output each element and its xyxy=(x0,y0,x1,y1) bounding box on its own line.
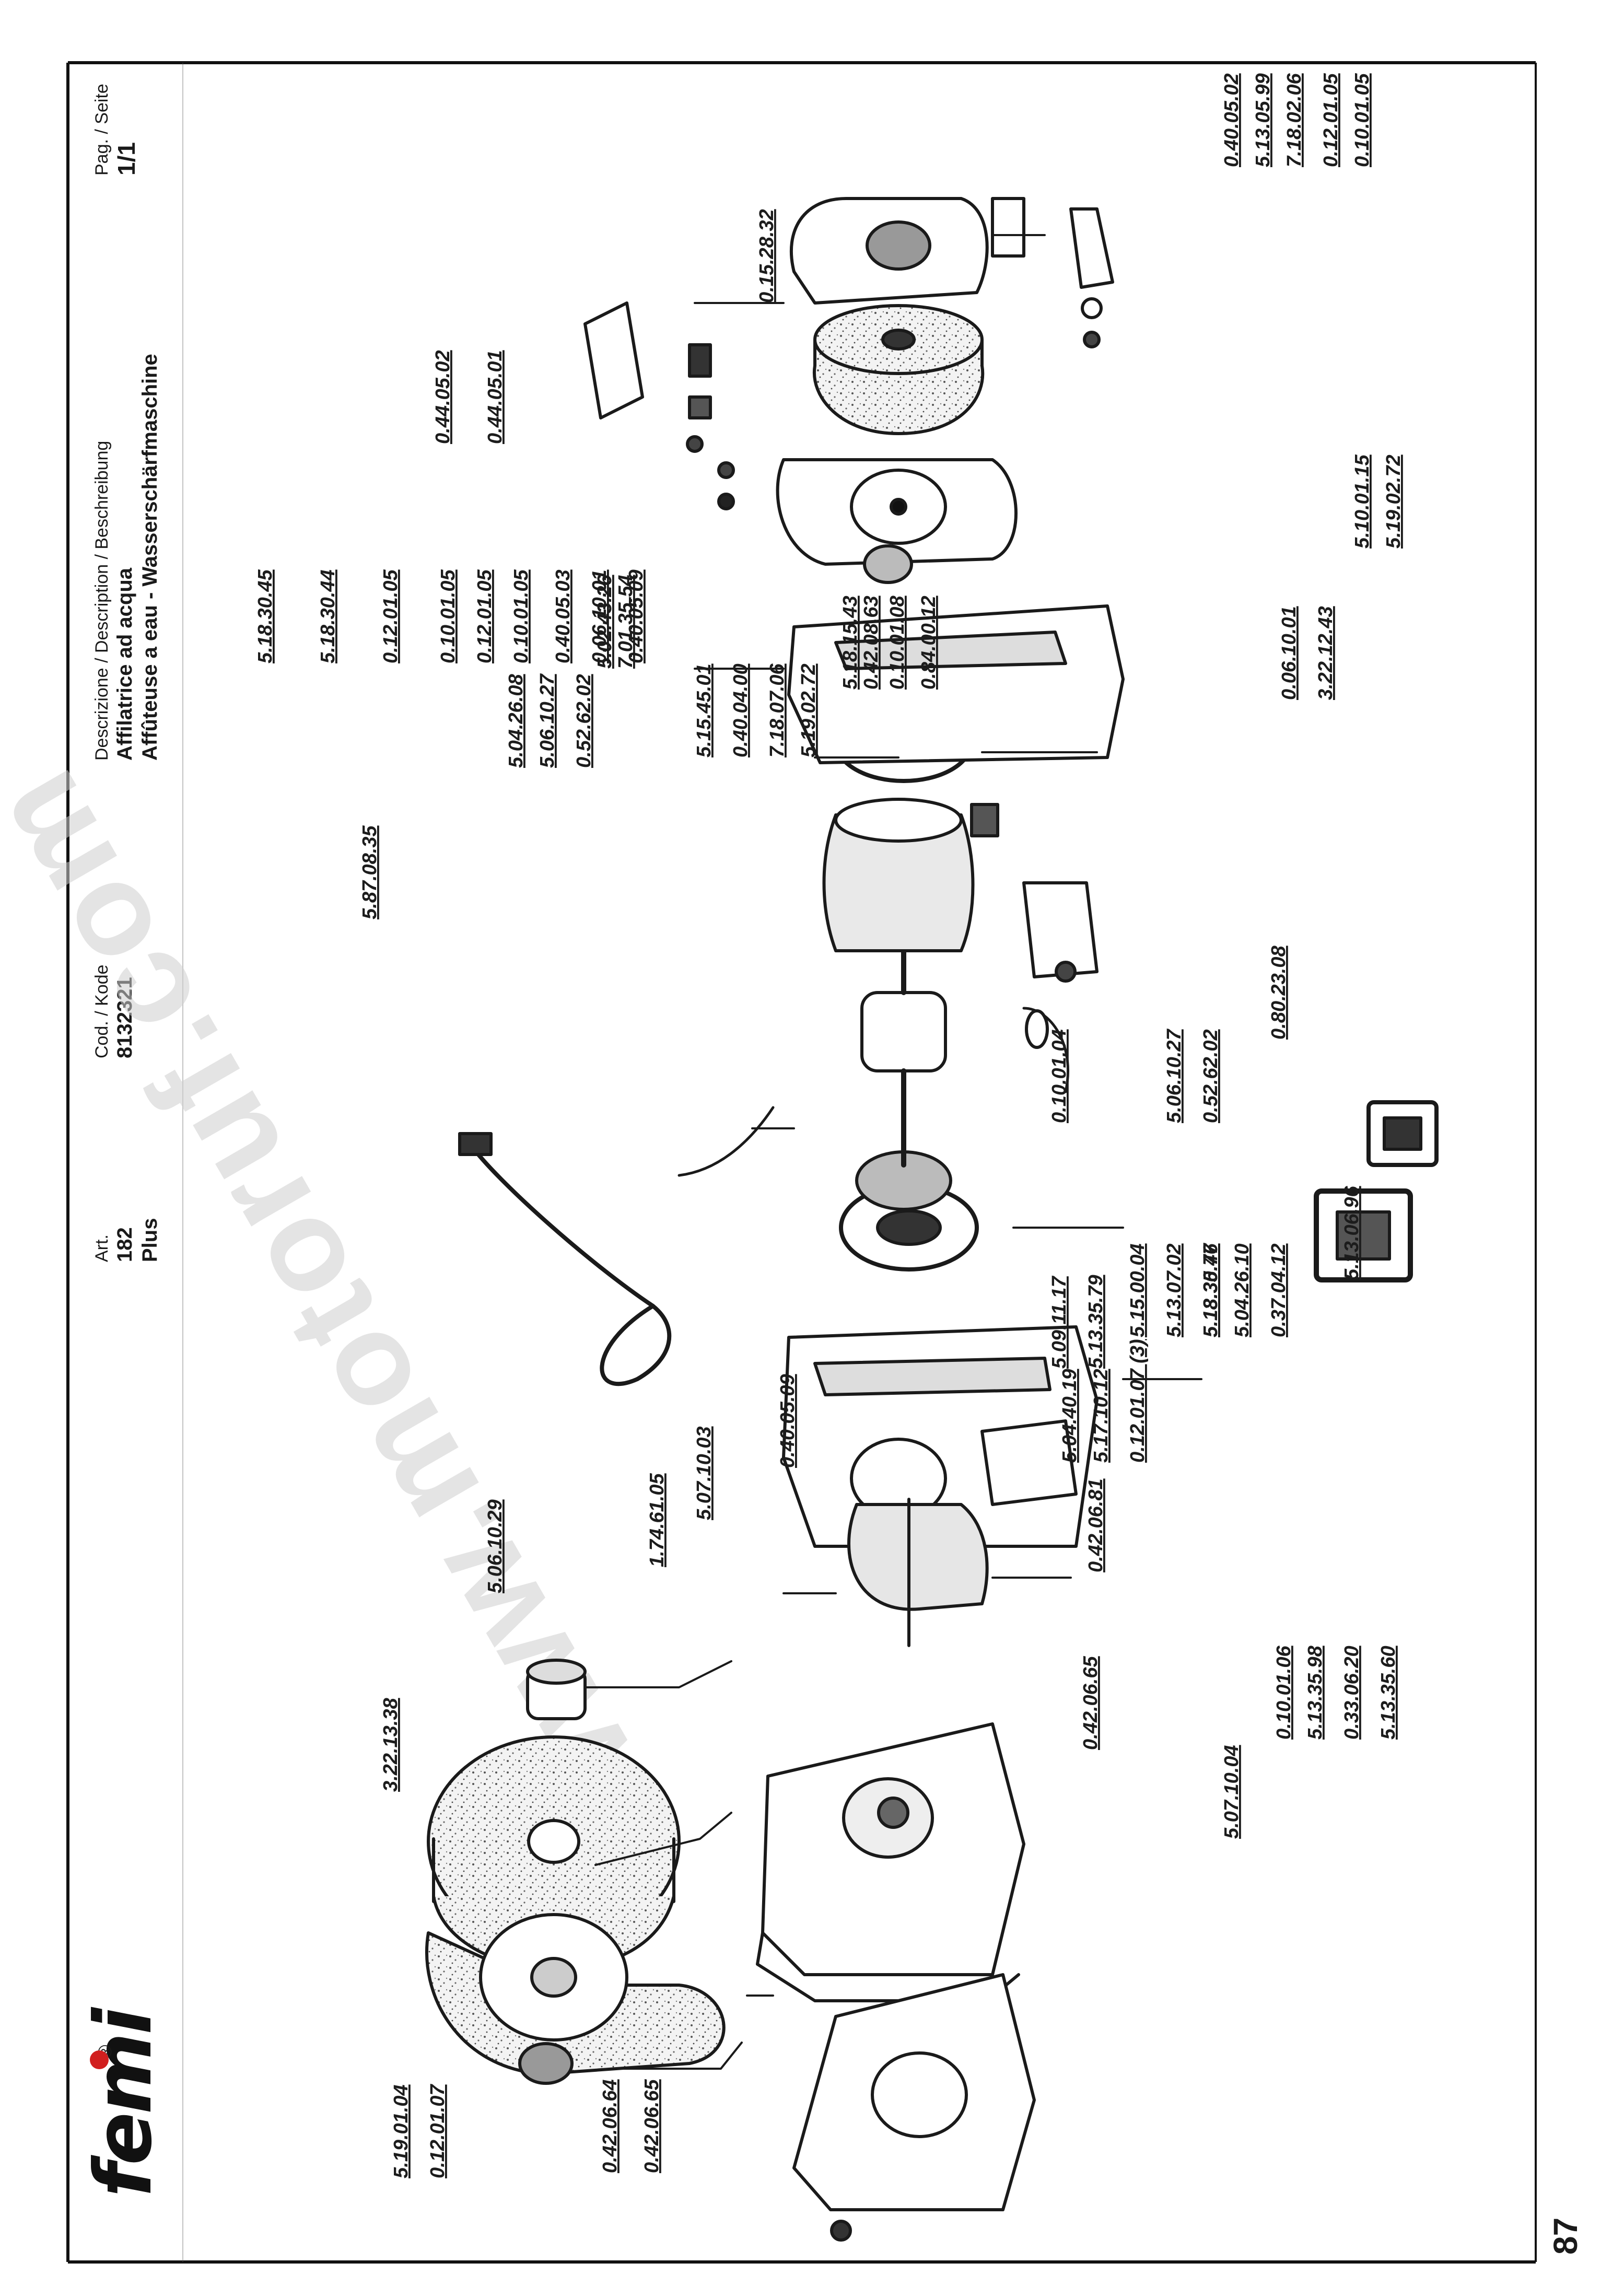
part-number-label: 0.40.04.00 xyxy=(730,663,752,757)
small-bracket-icon xyxy=(583,301,735,510)
switch-icon xyxy=(970,803,1099,1093)
part-number-label: 0.42.06.81 xyxy=(1085,1478,1107,1572)
part-number-label: 5.07.10.03 xyxy=(693,1426,715,1520)
switch-boxes-icon xyxy=(1314,1100,1439,1282)
part-number-label: 5.13.05.99 xyxy=(1252,73,1274,167)
part-number-label: 5.10.01.15 xyxy=(1351,454,1373,549)
part-number-label: 5.06.10.29 xyxy=(484,1499,506,1593)
part-number-label: 0.12.01.05 xyxy=(474,569,496,663)
part-number-label: 5.19.01.04 xyxy=(390,2084,412,2178)
part-number-label: 0.84.00.12 xyxy=(918,596,940,690)
wheel-guard-icon xyxy=(776,458,1018,584)
top-bracket-icon xyxy=(991,197,1114,348)
water-wheel-icon xyxy=(812,304,985,435)
motor-housing-right-icon xyxy=(787,604,1125,764)
part-number-label: 0.42.06.64 xyxy=(599,2079,621,2173)
part-number-label: 0.40.05.09 xyxy=(777,1374,799,1468)
part-number-label: 0.40.05.03 xyxy=(552,569,574,663)
bearing-icon xyxy=(839,1150,979,1272)
part-number-label: 0.10.01.05 xyxy=(510,569,532,663)
part-number-label: 0.10.01.08 xyxy=(886,596,908,690)
wheel-disc-icon xyxy=(789,197,989,305)
coupling-nut-icon xyxy=(526,1659,587,1720)
base-casing-icon xyxy=(792,1973,1036,2242)
part-number-label: 3.22.12.43 xyxy=(1315,606,1337,700)
part-number-label: 5.15.45.01 xyxy=(693,663,715,757)
part-number-label: 5.13.35.79 xyxy=(1085,1275,1107,1369)
part-number-label: 0.52.62.02 xyxy=(573,674,595,768)
part-number-label: 0.44.05.02 xyxy=(432,350,454,444)
part-number-label: 0.12.01.07 (3) xyxy=(1127,1339,1149,1463)
part-number-label: 5.09.11.17 xyxy=(1048,1275,1070,1369)
part-number-label: 1.74.61.05 xyxy=(646,1473,668,1567)
part-number-label: 5.19.02.72 xyxy=(798,663,820,757)
part-number-label: 7.18.02.06 xyxy=(1283,73,1305,167)
part-number-label: 0.12.01.05 xyxy=(380,569,402,663)
part-number-label: 5.13.35.60 xyxy=(1377,1646,1399,1740)
part-number-label: 7.18.07.06 xyxy=(766,663,788,757)
part-number-label: 5.87.08.35 xyxy=(359,825,381,919)
part-number-label: 5.13.06.96 xyxy=(1341,1186,1363,1280)
part-number-label: 5.04.40.19 xyxy=(1059,1369,1081,1463)
water-tray-icon xyxy=(756,1722,1025,2002)
part-number-label: 5.06.10.27 xyxy=(536,673,558,768)
part-number-label: 0.12.01.05 xyxy=(1320,73,1342,167)
part-number-label: 5.02.43.26 xyxy=(594,575,616,669)
part-number-label: 7.01.35.54 xyxy=(615,575,637,669)
leader-lines xyxy=(584,234,1202,2070)
part-number-label: 5.17.10.12 xyxy=(1090,1369,1112,1463)
part-number-label: 0.44.05.01 xyxy=(484,350,506,444)
part-number-label: 0.80.23.08 xyxy=(1268,946,1290,1040)
part-number-label: 0.52.62.02 xyxy=(1200,1029,1222,1123)
part-number-label: 5.18.15.43 xyxy=(839,596,861,690)
part-number-label: 5.13.35.77 xyxy=(1200,1243,1222,1337)
part-number-label: 5.13.07.02 xyxy=(1163,1243,1185,1337)
part-number-label: 0.42.06.65 xyxy=(1080,1656,1102,1750)
part-number-label: 0.33.06.20 xyxy=(1341,1646,1363,1740)
part-number-labels: 5.19.01.04 0.12.01.07 3.22.13.38 5.06.10.29… xyxy=(254,73,1405,2178)
part-number-label: 5.18.30.44 xyxy=(317,569,339,663)
part-number-label: 5.18.30.46 xyxy=(1200,1243,1222,1337)
part-number-label: 5.15.00.04 xyxy=(1127,1243,1149,1337)
part-number-label: 0.40.05.09 xyxy=(625,569,647,663)
part-number-label: 0.06.10.01 xyxy=(1278,606,1300,700)
line-art xyxy=(425,197,1439,2242)
part-number-label: 5.06.10.27 xyxy=(1163,1029,1185,1123)
part-number-label: 0.42.08.63 xyxy=(860,596,882,690)
part-number-label: 0.10.01.06 xyxy=(1273,1646,1295,1740)
end-shield-icon xyxy=(847,1498,989,1647)
power-cable-icon xyxy=(458,1106,775,1386)
wheel-flange-icon xyxy=(479,1913,628,2085)
part-number-label: 0.10.01.05 xyxy=(1351,73,1373,167)
part-number-label: 5.18.30.45 xyxy=(254,569,276,663)
part-number-label: 5.04.26.10 xyxy=(1231,1243,1253,1337)
stator-icon xyxy=(822,798,975,952)
part-number-label: 0.15.28.32 xyxy=(756,209,778,303)
part-number-label: 0.37.04.12 xyxy=(1268,1243,1290,1337)
part-number-label: 5.19.02.72 xyxy=(1383,454,1405,549)
part-number-label: 0.12.01.07 xyxy=(427,2084,449,2178)
part-number-label: 0.06.10.01 xyxy=(589,569,611,663)
part-number-label: 0.10.01.05 xyxy=(437,569,459,663)
part-number-label: 0.42.06.65 xyxy=(641,2079,663,2173)
part-number-label: 0.40.05.02 xyxy=(1221,73,1243,167)
part-number-label: 5.13.35.98 xyxy=(1304,1646,1326,1740)
motor-housing-left-icon xyxy=(782,1325,1099,1548)
part-number-label: 5.07.10.04 xyxy=(1221,1745,1243,1839)
part-number-label: 3.22.13.38 xyxy=(380,1698,402,1792)
part-number-label: 5.04.26.08 xyxy=(505,674,527,768)
part-number-label: 0.10.01.04 xyxy=(1048,1029,1070,1123)
